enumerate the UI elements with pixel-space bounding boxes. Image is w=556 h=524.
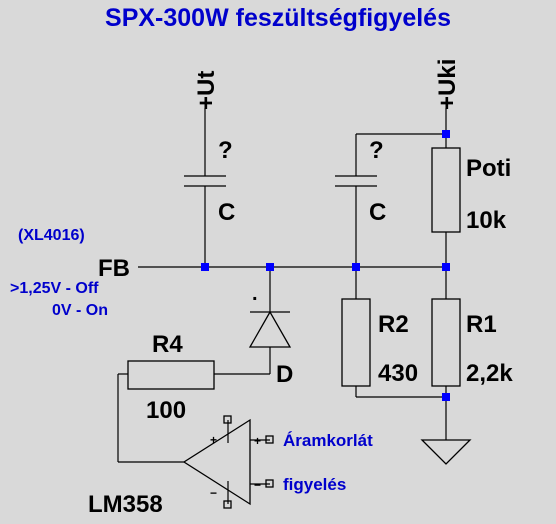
junction-gnd bbox=[442, 393, 450, 401]
opamp-pin-in-minus bbox=[265, 479, 274, 488]
capacitor-left bbox=[184, 175, 226, 187]
junction-fb-cap-left bbox=[201, 263, 209, 271]
label-aramkorlat: Áramkorlát bbox=[283, 431, 373, 450]
opamp-vplus-sign: + bbox=[210, 433, 217, 447]
label-cap-right-name: C bbox=[369, 199, 386, 226]
label-opamp-name: LM358 bbox=[88, 491, 163, 518]
label-cap-left-value: ? bbox=[218, 137, 233, 164]
label-on-note: 0V - On bbox=[52, 302, 108, 319]
label-figyeles: figyelés bbox=[283, 475, 346, 494]
capacitor-right bbox=[335, 175, 377, 187]
resistor-r2 bbox=[341, 298, 371, 387]
ground-icon bbox=[420, 439, 472, 465]
label-xl4016: (XL4016) bbox=[18, 227, 85, 244]
diagram-title: SPX-300W feszültségfigyelés bbox=[105, 4, 451, 32]
label-cap-left-name: C bbox=[218, 199, 235, 226]
label-poti-name: Poti bbox=[466, 155, 511, 182]
label-uki: +Uki bbox=[434, 59, 461, 110]
opamp-triangle bbox=[182, 418, 251, 506]
opamp-pin-vplus bbox=[223, 415, 232, 424]
diode-d bbox=[248, 310, 292, 348]
label-r2-name: R2 bbox=[378, 311, 409, 338]
resistor-r4 bbox=[127, 360, 215, 390]
label-r1-value: 2,2k bbox=[466, 360, 513, 387]
label-diode-name: D bbox=[276, 361, 293, 388]
junction-uki bbox=[442, 130, 450, 138]
label-r1-name: R1 bbox=[466, 311, 497, 338]
wires bbox=[117, 108, 447, 504]
label-off-note: >1,25V - Off bbox=[10, 280, 99, 297]
opamp-pin-vminus bbox=[223, 500, 232, 509]
label-poti-value: 10k bbox=[466, 207, 507, 234]
resistor-poti bbox=[431, 147, 461, 233]
label-r4-name: R4 bbox=[152, 331, 183, 358]
opamp-pin-in-plus bbox=[265, 435, 274, 444]
opamp-vminus-sign: − bbox=[210, 486, 217, 500]
opamp-in-minus-sign: − bbox=[254, 478, 261, 492]
label-fb: FB bbox=[98, 255, 130, 282]
junction-fb-diode bbox=[266, 263, 274, 271]
junction-fb-r2 bbox=[352, 263, 360, 271]
diode-triangle bbox=[248, 310, 292, 348]
label-cap-right-value: ? bbox=[369, 137, 384, 164]
label-r2-value: 430 bbox=[378, 360, 418, 387]
label-ut: +Ut bbox=[193, 71, 220, 110]
resistor-r1 bbox=[431, 298, 461, 387]
label-diode-dot: . bbox=[252, 283, 258, 305]
opamp-lm358: + − + − bbox=[182, 415, 274, 509]
junction-fb-r1 bbox=[442, 263, 450, 271]
label-r4-value: 100 bbox=[146, 397, 186, 424]
opamp-in-plus-sign: + bbox=[254, 434, 261, 448]
junctions bbox=[201, 130, 450, 401]
